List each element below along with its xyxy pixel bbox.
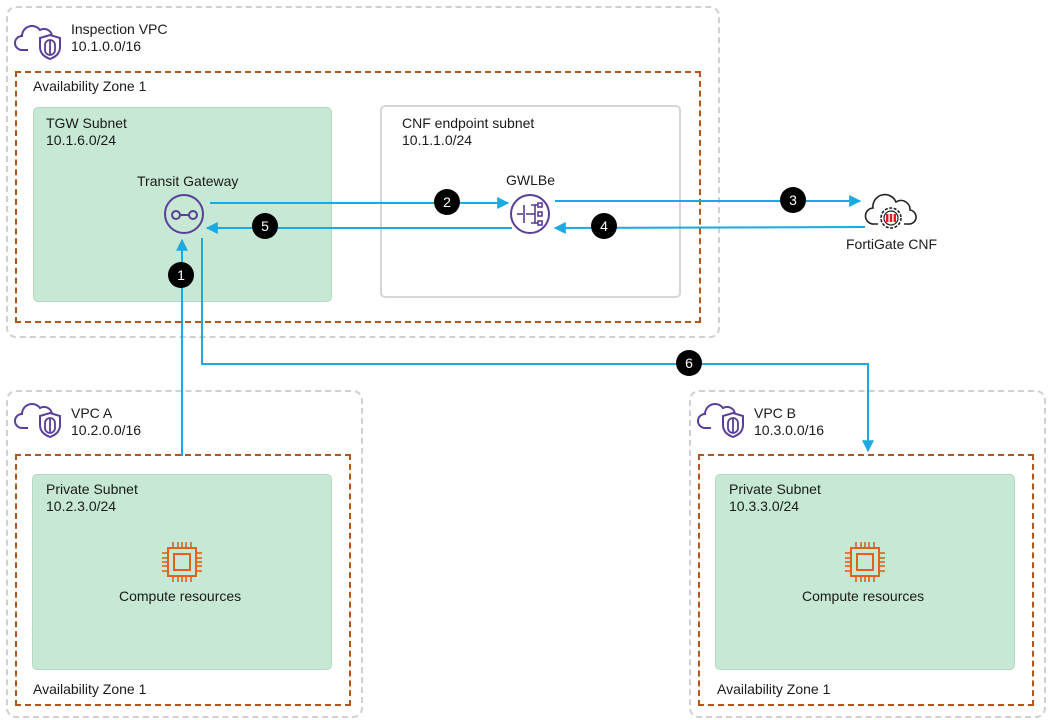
vpc-a-compute-label: Compute resources [119, 588, 242, 604]
vpc-b-availability-zone [698, 454, 1034, 706]
flow-6-line [201, 238, 874, 453]
vpc-a-name: VPC A [71, 405, 113, 421]
step-badge-4: 4 [591, 213, 617, 239]
vpc-b-subnet-name: Private Subnet [729, 481, 821, 497]
vpc-a [6, 390, 363, 718]
vpc-a-cidr: 10.2.0.0/16 [71, 422, 142, 438]
inspection-vpc [6, 6, 720, 338]
fortigate-cnf-label: FortiGate CNF [846, 236, 938, 252]
gwlbe-icon[interactable] [509, 193, 553, 240]
inspection-vpc-cidr: 10.1.0.0/16 [71, 38, 142, 54]
step-badge-5: 5 [252, 213, 278, 239]
vpc-b-subnet-cidr: 10.3.3.0/24 [729, 498, 800, 514]
vpc-a-subnet-name: Private Subnet [46, 481, 138, 497]
step-badge-6: 6 [676, 350, 702, 376]
gwlbe-label: GWLBe [506, 172, 556, 188]
vpc-icon [14, 20, 62, 63]
tgw-subnet-cidr: 10.1.6.0/24 [46, 132, 117, 148]
vpc-a-private-subnet [32, 474, 332, 670]
vpc-b-az-label: Availability Zone 1 [717, 681, 831, 697]
compute-chip-icon [160, 540, 204, 587]
step-badge-3: 3 [780, 187, 806, 213]
compute-chip-icon [843, 540, 887, 587]
step-badge-2: 2 [434, 189, 460, 215]
vpc-a-az-label: Availability Zone 1 [33, 681, 147, 697]
inspection-az-label: Availability Zone 1 [33, 78, 147, 94]
vpc-b-private-subnet [715, 474, 1015, 670]
inspection-availability-zone [15, 71, 701, 323]
inspection-vpc-name: Inspection VPC [71, 21, 168, 37]
vpc-b-name: VPC B [754, 405, 797, 421]
vpc-b-compute-label: Compute resources [802, 588, 925, 604]
tgw-subnet-name: TGW Subnet [46, 115, 127, 131]
transit-gateway-label: Transit Gateway [137, 173, 239, 189]
vpc-a-subnet-cidr: 10.2.3.0/24 [46, 498, 117, 514]
step-badge-1: 1 [168, 262, 194, 288]
vpc-icon [697, 398, 745, 441]
fortigate-cloud-icon[interactable] [864, 190, 920, 235]
transit-gateway-icon[interactable] [164, 194, 206, 239]
vpc-b-cidr: 10.3.0.0/16 [754, 422, 825, 438]
cnf-subnet-name: CNF endpoint subnet [402, 115, 535, 131]
vpc-icon [14, 398, 62, 441]
cnf-subnet-cidr: 10.1.1.0/24 [402, 132, 473, 148]
